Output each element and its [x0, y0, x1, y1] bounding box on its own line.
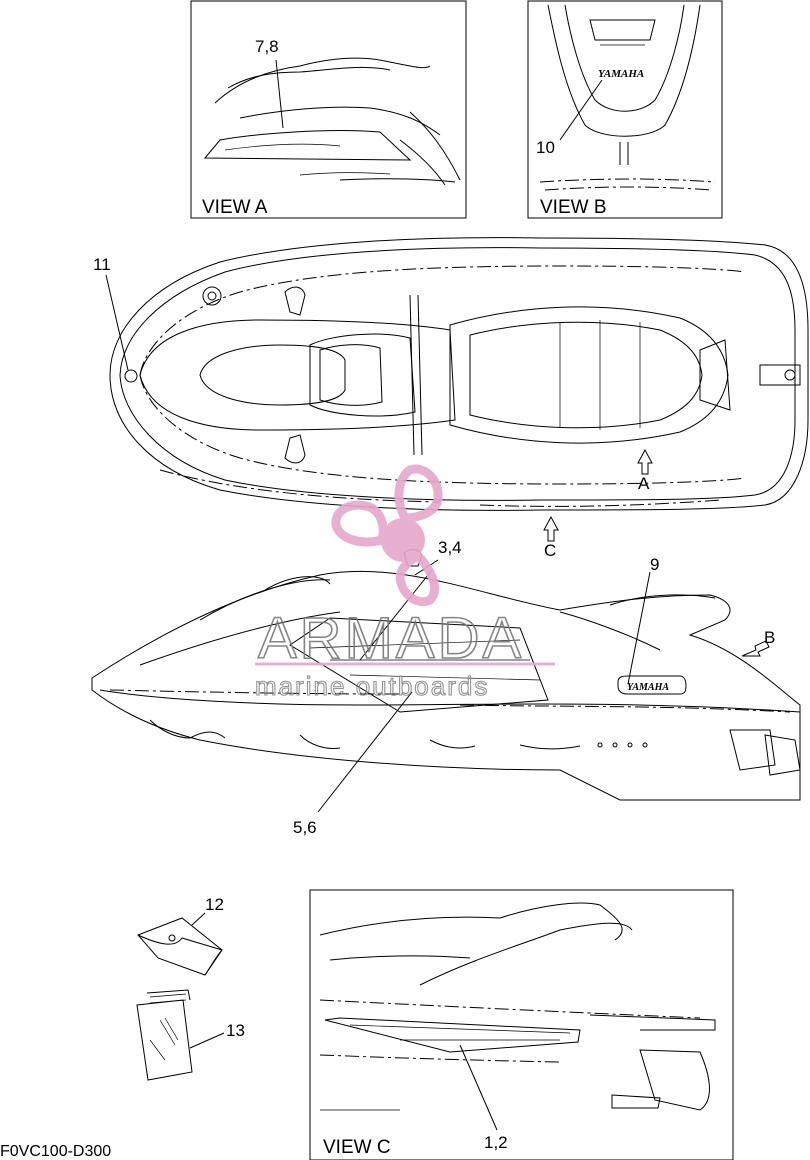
view-b-arrow	[741, 640, 770, 657]
arrow-b-label: B	[764, 628, 775, 647]
arrow-a-label: A	[638, 474, 650, 493]
propeller-logo	[331, 464, 443, 606]
armada-watermark: ARMADA marine outboards	[254, 464, 555, 702]
view-b-label: VIEW B	[540, 197, 607, 218]
callout-7-8: 7,8	[255, 37, 279, 56]
view-b-panel: YAMAHA 10 VIEW B	[527, 0, 723, 219]
part-13-card: 13	[136, 989, 245, 1081]
view-a-label: VIEW A	[202, 197, 268, 218]
top-view-hull: 11 A C	[93, 237, 809, 560]
view-c-arrow	[543, 515, 559, 542]
view-c-label: VIEW C	[323, 1137, 391, 1158]
callout-11: 11	[93, 255, 111, 274]
view-c-panel: 1,2 VIEW C	[309, 889, 734, 1160]
callout-3-4: 3,4	[438, 538, 462, 557]
callout-9: 9	[650, 555, 659, 574]
diagram-code: F0VC100-D300	[0, 1143, 111, 1160]
watermark-tagline: marine outboards	[255, 671, 489, 701]
side-yamaha-logo: YAMAHA	[627, 682, 669, 693]
view-a-arrow	[637, 448, 653, 475]
side-view-hull: YAMAHA 3,4 9 5,6 B	[91, 538, 801, 837]
view-b-yamaha-logo: YAMAHA	[598, 68, 644, 80]
arrow-c-label: C	[544, 541, 556, 560]
callout-13: 13	[226, 1021, 245, 1040]
callout-5-6: 5,6	[293, 818, 317, 837]
callout-12: 12	[205, 895, 224, 914]
callout-1-2: 1,2	[484, 1133, 508, 1152]
callout-10: 10	[536, 138, 555, 157]
view-a-panel: 7,8 VIEW A	[190, 0, 467, 219]
watermark-brand: ARMADA	[258, 606, 524, 671]
part-12-bag: 12	[137, 895, 224, 976]
